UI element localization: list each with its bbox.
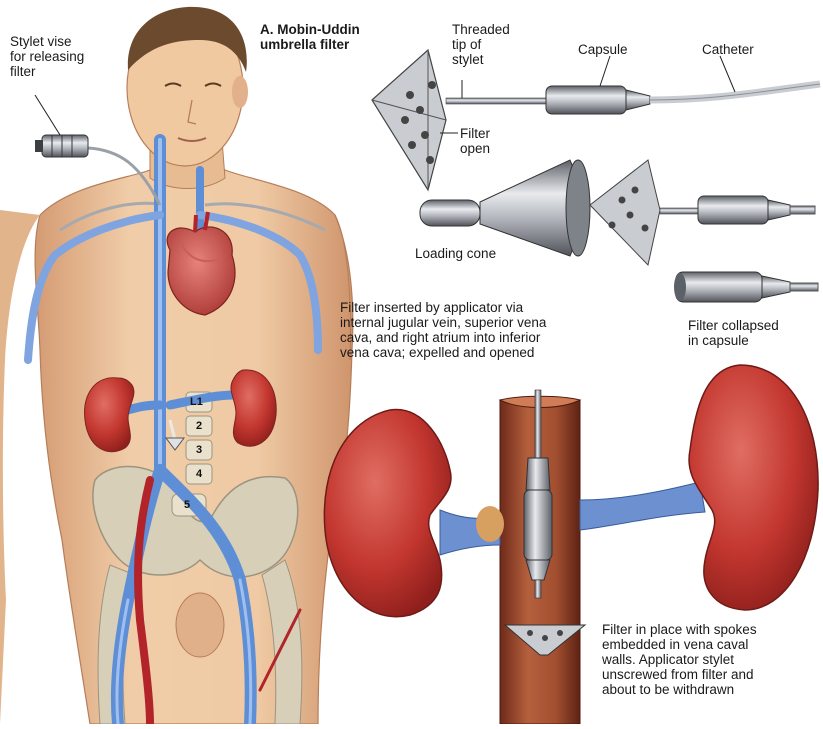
catheter-label: Catheter bbox=[702, 42, 754, 57]
stylet-vise-label: Stylet vise for releasing filter bbox=[10, 34, 84, 79]
umbrella-filter-open bbox=[372, 50, 446, 190]
capsule-label: Capsule bbox=[578, 42, 628, 57]
filter-collapsed-label: Filter collapsed in capsule bbox=[688, 318, 779, 348]
vertebra-label: 2 bbox=[196, 420, 202, 432]
threaded-tip-label: Threaded tip of stylet bbox=[452, 22, 510, 67]
filter-open-label: Filter open bbox=[460, 126, 490, 156]
diagram-title: A. Mobin-Uddin umbrella filter bbox=[260, 22, 360, 52]
stylet-vise bbox=[42, 135, 88, 157]
vertebra-label: L1 bbox=[190, 396, 203, 408]
vertebra-label: 4 bbox=[196, 468, 202, 480]
right-kidney-detail bbox=[689, 365, 818, 610]
in-place-caption: Filter in place with spokes embedded in … bbox=[602, 622, 757, 697]
vertebra-label: 5 bbox=[184, 499, 190, 511]
human-torso-figure bbox=[0, 7, 353, 724]
stylet-and-capsule bbox=[446, 84, 820, 114]
loading-cone-label: Loading cone bbox=[415, 246, 496, 261]
vertebra-label: 3 bbox=[196, 444, 202, 456]
collapsed-filter-capsule bbox=[674, 272, 818, 302]
insertion-caption: Filter inserted by applicator via intern… bbox=[340, 300, 546, 360]
